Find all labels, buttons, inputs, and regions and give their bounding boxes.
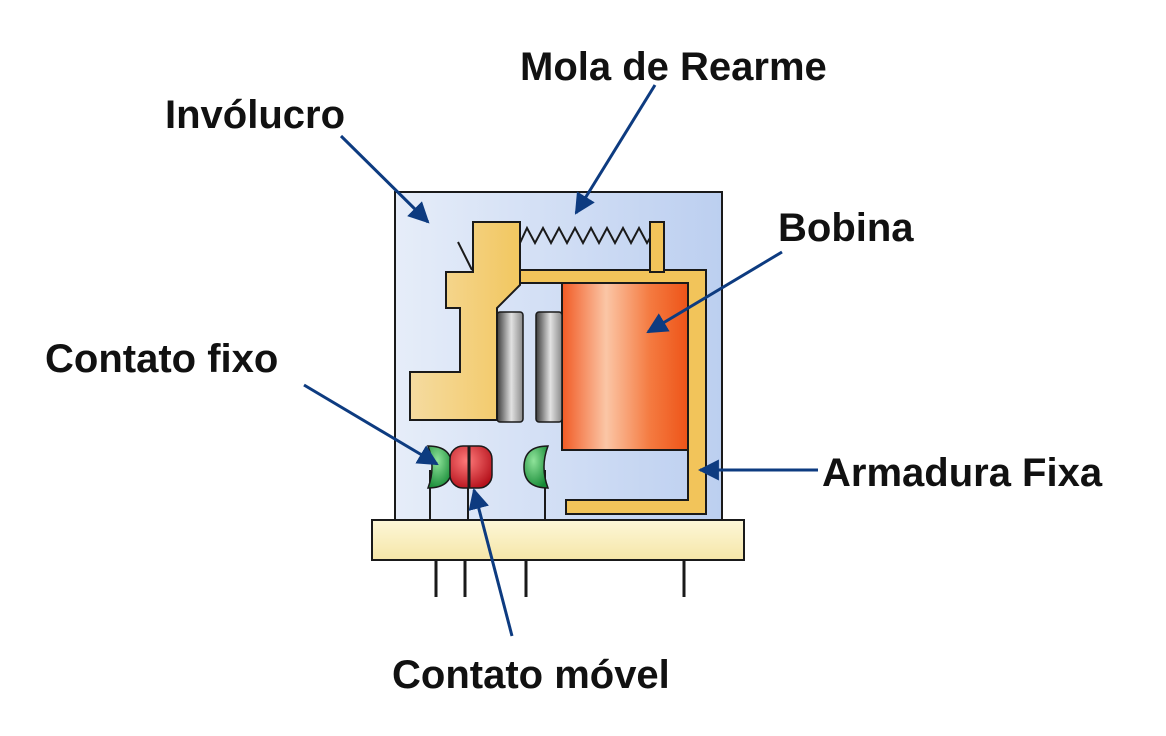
reset-spring: [519, 225, 651, 246]
armature-stop: [457, 241, 473, 271]
core-right: [535, 311, 563, 423]
arrow-contato-fixo: [303, 383, 439, 466]
label-involucro: Invólucro: [165, 93, 346, 137]
label-mola-de-rearme: Mola de Rearme: [520, 45, 827, 89]
arrow-mola: [574, 84, 657, 215]
label-contato-fixo: Contato fixo: [45, 337, 279, 381]
moving-contact: [449, 445, 493, 489]
arrow-bobina: [646, 250, 783, 334]
label-contato-movel: Contato móvel: [392, 653, 670, 697]
arrow-involucro: [339, 134, 430, 224]
core-left: [496, 311, 524, 423]
callout-arrows: [303, 84, 818, 637]
coil: [561, 282, 689, 451]
spring-post: [649, 221, 665, 273]
base-plate: [371, 519, 745, 561]
arrow-contato-movel: [468, 487, 514, 637]
label-bobina: Bobina: [778, 206, 914, 250]
moving-armature: [409, 221, 521, 421]
label-armadura-fixa: Armadura Fixa: [822, 451, 1103, 495]
terminal-pins: [434, 560, 686, 597]
fixed-contact-right: [523, 445, 550, 489]
